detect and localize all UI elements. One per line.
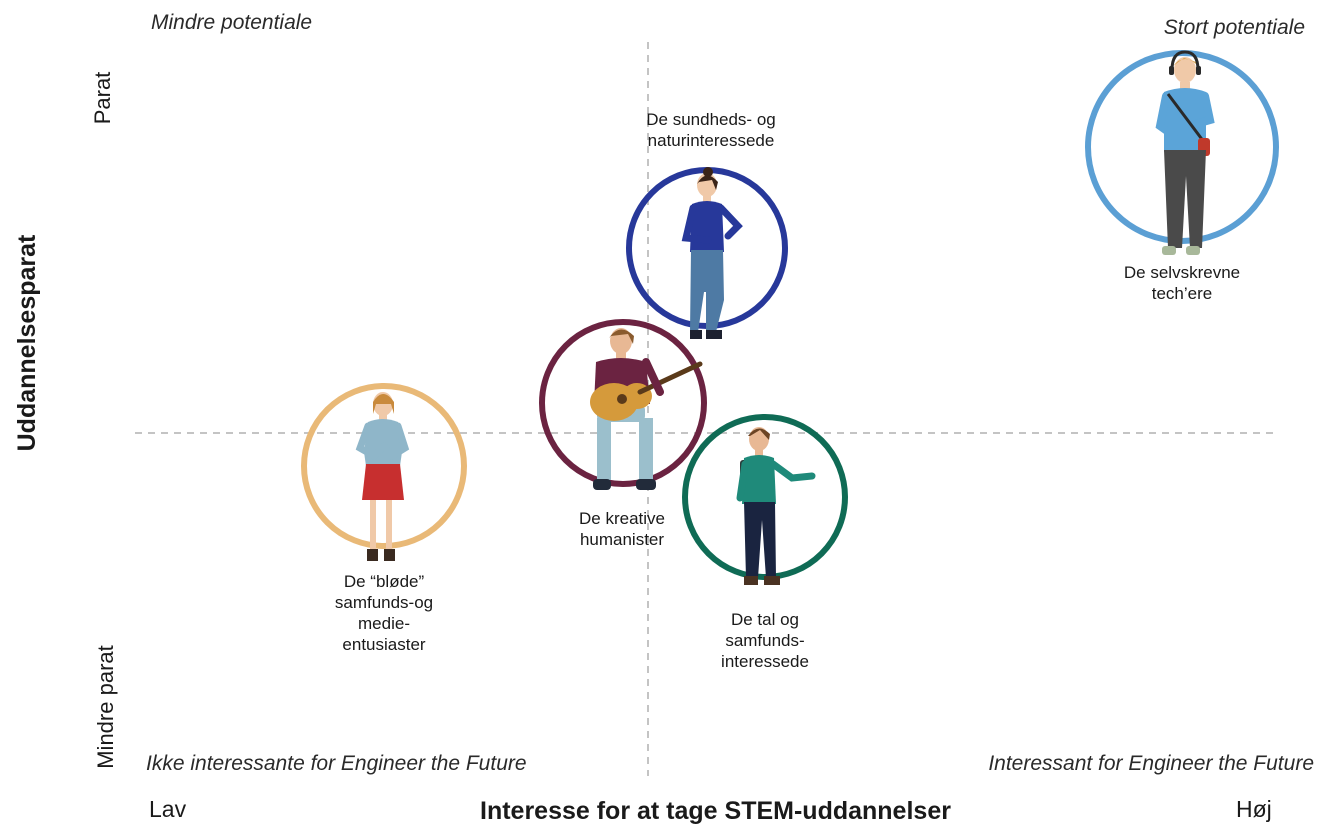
corner-top-left: Mindre potentiale [151, 11, 313, 34]
segment-label-sundheds: De sundheds- og naturinteressede [646, 110, 776, 150]
corner-top-right: Stort potentiale [1163, 16, 1305, 39]
corner-bottom-right: Interessant for Engineer the Future [988, 752, 1314, 775]
person-figure-sundheds [681, 167, 743, 339]
segment-circle-blode [301, 383, 467, 549]
segment-tech [1085, 50, 1279, 255]
segment-label-tal: De tal og samfunds- interessede [721, 610, 809, 671]
segment-sundheds [626, 167, 788, 339]
segment-blode [301, 383, 467, 561]
segment-label-tech: De selvskrevne tech’ere [1123, 263, 1241, 303]
person-figure-kreative [590, 328, 703, 490]
person-figure-tal [736, 427, 816, 585]
x-axis-low-label: Lav [149, 796, 187, 822]
segment-label-blode: De “bløde” samfunds-og medie- entusiaste… [334, 572, 434, 654]
person-figure-blode [355, 392, 410, 561]
y-axis-title: Uddannelsesparat [13, 234, 41, 452]
segment-kreative [539, 319, 707, 490]
segment-circle-kreative [539, 319, 707, 487]
segment-label-kreative: De kreative humanister [579, 509, 665, 549]
y-axis-high-label: Parat [90, 71, 115, 125]
y-axis-low-label: Mindre parat [93, 645, 118, 769]
segment-tal [682, 414, 848, 585]
person-figure-tech [1155, 50, 1215, 255]
x-axis-title: Interesse for at tage STEM-uddannelser [480, 797, 951, 825]
corner-bottom-left: Ikke interessante for Engineer the Futur… [146, 752, 527, 775]
x-axis-high-label: Høj [1236, 796, 1272, 822]
